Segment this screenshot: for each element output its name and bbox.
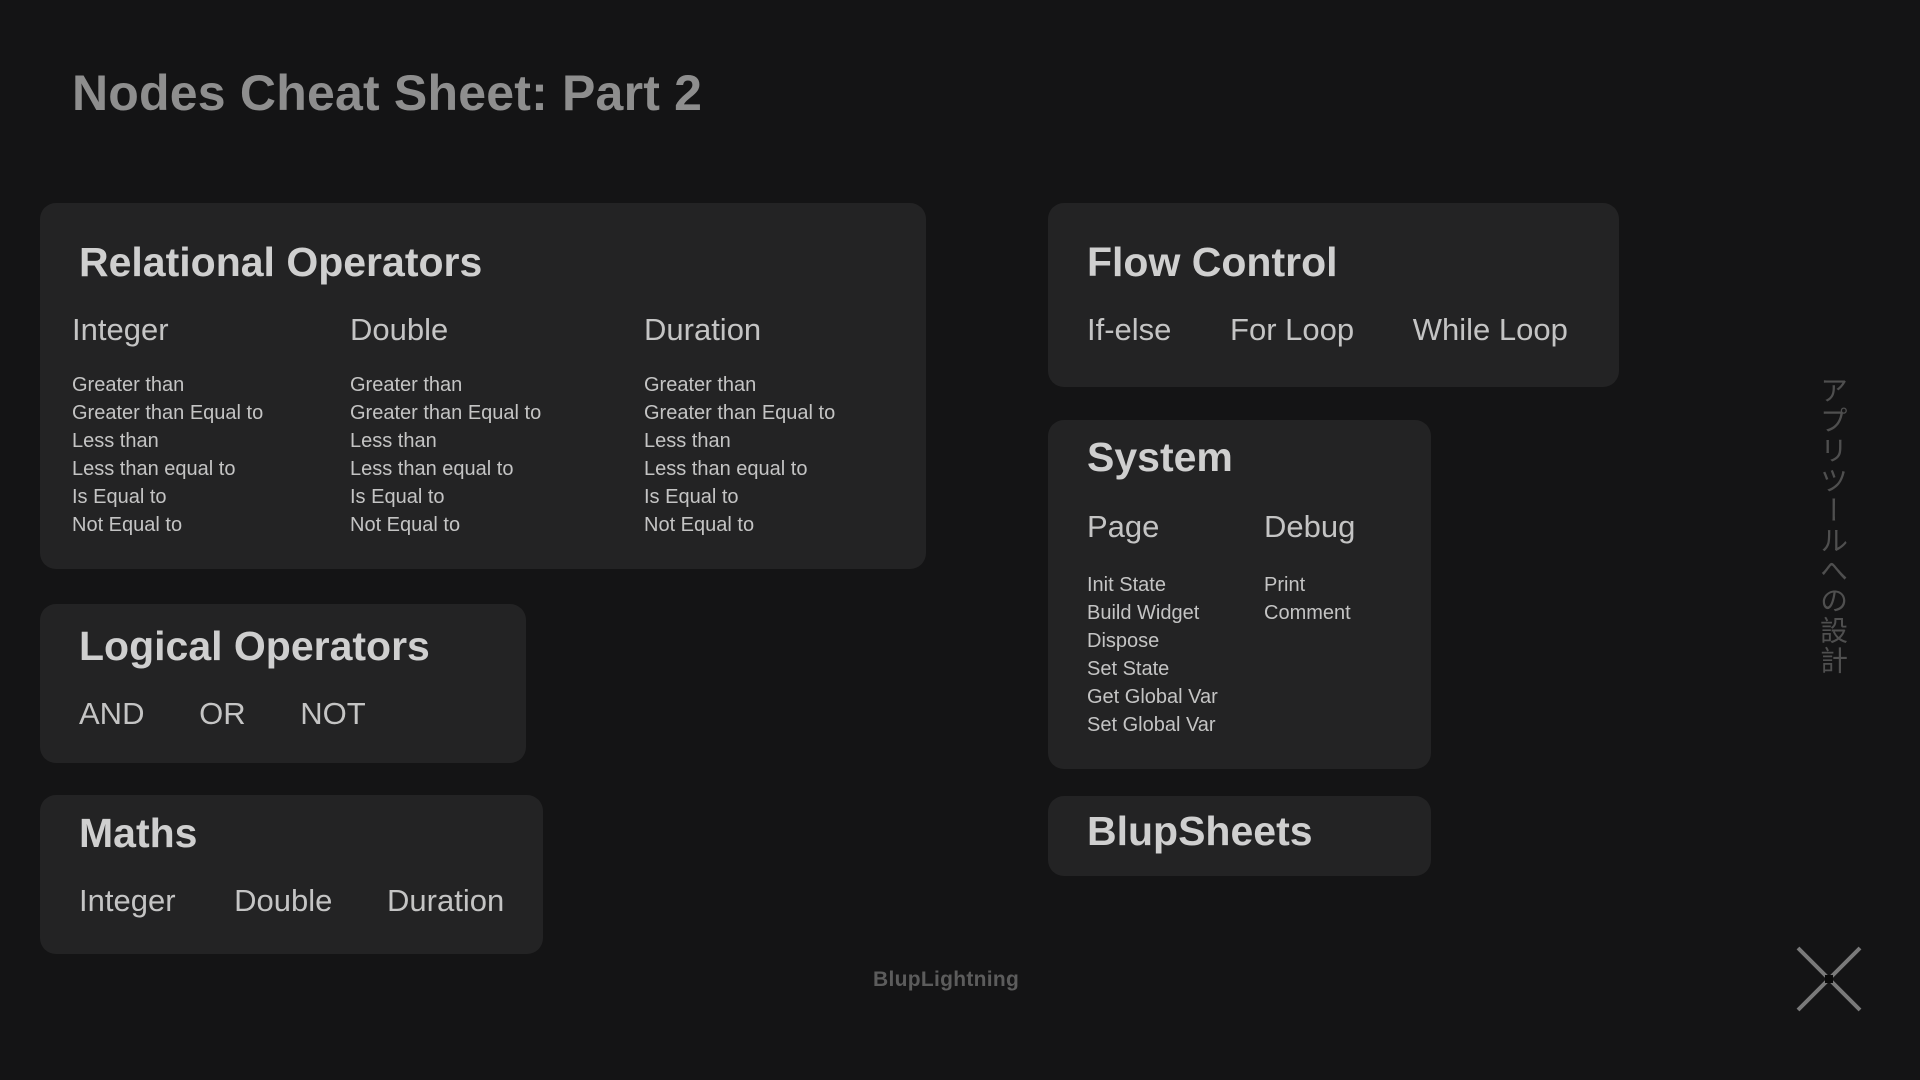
footer-brand: BlupLightning bbox=[873, 968, 1020, 991]
card-title: System bbox=[1087, 434, 1233, 480]
list-item: Dispose bbox=[1087, 630, 1160, 652]
list-item: Set State bbox=[1087, 658, 1170, 680]
system-card: System Page Init State Build Widget Disp… bbox=[1048, 420, 1431, 769]
list-item: Less than bbox=[72, 430, 159, 452]
list-item: Greater than bbox=[644, 374, 757, 396]
logical-item-not: NOT bbox=[300, 696, 366, 731]
debug-nodes-list: Print Comment bbox=[1264, 571, 1351, 627]
list-item: Init State bbox=[1087, 574, 1166, 596]
column-heading-debug: Debug bbox=[1264, 509, 1356, 544]
maths-card: Maths Integer Double Duration bbox=[40, 795, 543, 954]
double-operators-list: Greater than Greater than Equal to Less … bbox=[350, 371, 541, 539]
flow-control-items: If-else For Loop While Loop bbox=[1087, 312, 1568, 348]
flow-item-while-loop: While Loop bbox=[1412, 312, 1568, 347]
logical-operators-card: Logical Operators AND OR NOT bbox=[40, 604, 526, 763]
card-title: Maths bbox=[79, 810, 198, 856]
maths-item-double: Double bbox=[234, 883, 333, 918]
blupsheets-card: BlupSheets bbox=[1048, 796, 1431, 876]
list-item: Comment bbox=[1264, 602, 1351, 624]
list-item: Is Equal to bbox=[350, 486, 445, 508]
column-heading-page: Page bbox=[1087, 509, 1160, 544]
list-item: Less than bbox=[350, 430, 437, 452]
logical-operator-items: AND OR NOT bbox=[79, 696, 366, 732]
list-item: Less than equal to bbox=[350, 458, 514, 480]
card-title: Logical Operators bbox=[79, 623, 430, 669]
page-title: Nodes Cheat Sheet: Part 2 bbox=[72, 65, 703, 121]
list-item: Not Equal to bbox=[350, 514, 461, 536]
list-item: Less than equal to bbox=[644, 458, 808, 480]
column-heading-integer: Integer bbox=[72, 312, 169, 347]
list-item: Is Equal to bbox=[72, 486, 167, 508]
list-item: Greater than Equal to bbox=[644, 402, 836, 424]
logical-item-and: AND bbox=[79, 696, 145, 731]
list-item: Greater than Equal to bbox=[350, 402, 542, 424]
flow-item-for-loop: For Loop bbox=[1230, 312, 1355, 347]
x-cross-logo-icon bbox=[1796, 946, 1862, 1012]
list-item: Greater than bbox=[350, 374, 463, 396]
list-item: Get Global Var bbox=[1087, 686, 1218, 708]
card-title: Flow Control bbox=[1087, 239, 1338, 285]
list-item: Is Equal to bbox=[644, 486, 739, 508]
list-item: Print bbox=[1264, 574, 1306, 596]
list-item: Set Global Var bbox=[1087, 714, 1216, 736]
list-item: Not Equal to bbox=[72, 514, 183, 536]
card-title: BlupSheets bbox=[1087, 808, 1313, 854]
list-item: Less than bbox=[644, 430, 731, 452]
relational-operators-card: Relational Operators Integer Greater tha… bbox=[40, 203, 926, 569]
list-item: Not Equal to bbox=[644, 514, 755, 536]
maths-item-duration: Duration bbox=[387, 883, 505, 918]
flow-item-if-else: If-else bbox=[1087, 312, 1172, 347]
list-item: Greater than bbox=[72, 374, 185, 396]
page-nodes-list: Init State Build Widget Dispose Set Stat… bbox=[1087, 571, 1218, 739]
list-item: Build Widget bbox=[1087, 602, 1200, 624]
column-heading-double: Double bbox=[350, 312, 449, 347]
maths-item-integer: Integer bbox=[79, 883, 176, 918]
card-title: Relational Operators bbox=[79, 239, 483, 285]
flow-control-card: Flow Control If-else For Loop While Loop bbox=[1048, 203, 1619, 387]
list-item: Greater than Equal to bbox=[72, 402, 264, 424]
vertical-side-text: アプリツールへの設計 bbox=[1816, 376, 1849, 676]
list-item: Less than equal to bbox=[72, 458, 236, 480]
integer-operators-list: Greater than Greater than Equal to Less … bbox=[72, 371, 263, 539]
maths-items: Integer Double Duration bbox=[79, 883, 504, 919]
column-heading-duration: Duration bbox=[644, 312, 762, 347]
duration-operators-list: Greater than Greater than Equal to Less … bbox=[644, 371, 835, 539]
logical-item-or: OR bbox=[199, 696, 246, 731]
